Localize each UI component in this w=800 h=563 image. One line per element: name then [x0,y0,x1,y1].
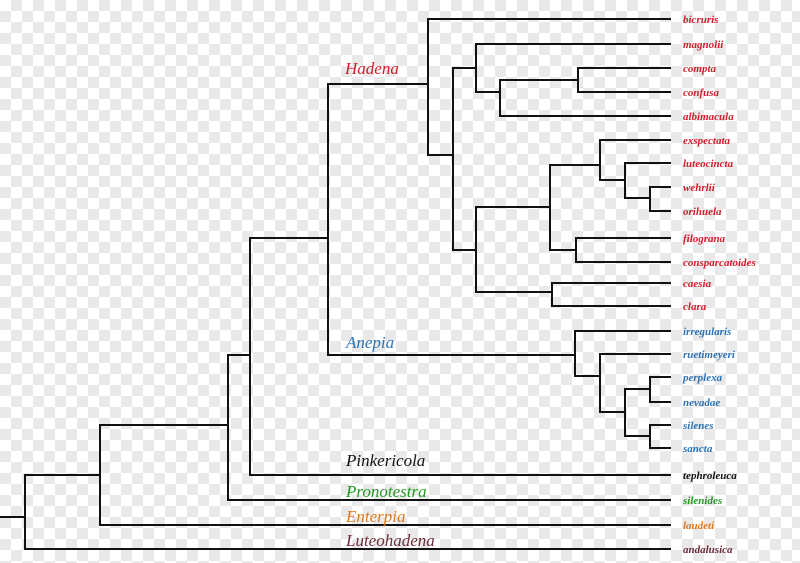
node-hadena-root [427,18,671,156]
taxon-wehrlii: wehrlii [683,182,716,194]
clade-label-luteohadena: Luteohadena [345,531,435,550]
taxon-andalusica: andalusica [683,544,733,556]
taxon-tephroleuca: tephroleuca [683,470,737,482]
clade-label-enterpia: Enterpia [345,507,406,526]
taxon-silenes: silenes [682,420,714,432]
clade-label-pinkericola: Pinkericola [345,451,425,470]
node-anepia-b [624,388,651,437]
node-perplexa-nevadae [649,376,671,403]
taxon-bicruris: bicruris [683,14,718,26]
taxon-laudeti: laudeti [683,520,715,532]
node-compta-group [499,79,671,117]
taxon-ruetimeyeri: ruetimeyeri [683,349,736,361]
tree-branches [0,18,671,550]
node-caesia-clara [551,282,671,307]
node-silenes-sancta [649,424,671,449]
node-magnolii-group [475,43,671,93]
taxon-clara: clara [683,301,707,313]
node-enterpia-split [99,424,671,526]
node-compta-confusa [577,67,671,93]
clade-label-pronotestra: Pronotestra [345,482,427,501]
taxon-luteocincta: luteocincta [683,158,734,170]
node-exspectata-filograna [549,164,601,251]
taxon-labels: bicruris magnolii compta confusa albimac… [682,14,756,556]
taxon-perplexa: perplexa [682,372,723,384]
taxon-silenides: silenides [682,495,722,507]
root-node [24,474,671,550]
node-anepia-root [574,330,671,377]
taxon-caesia: caesia [683,278,712,290]
taxon-orihuela: orihuela [683,206,722,218]
taxon-filograna: filograna [683,233,726,245]
taxon-compta: compta [683,63,716,75]
node-anepia-a [599,353,671,413]
node-filograna-consparcatoides [575,237,671,263]
node-wehrlii-orihuela [649,186,671,212]
node-pronotestra-split [227,354,671,501]
taxon-albimacula: albimacula [683,111,734,123]
node-exspectata-group [599,139,671,181]
node-luteocincta-group [624,162,671,199]
taxon-irregularis: irregularis [683,326,731,338]
taxon-nevadae: nevadae [683,397,720,409]
node-hadena-anepia [327,83,576,356]
node-hadena-b [475,206,553,293]
clade-label-hadena: Hadena [344,59,399,78]
node-hadena-a [452,67,477,251]
taxon-exspectata: exspectata [683,135,731,147]
taxon-magnolii: magnolii [683,39,724,51]
taxon-sancta: sancta [682,443,713,455]
clade-label-anepia: Anepia [345,333,394,352]
taxon-consparcatoides: consparcatoides [683,257,756,269]
node-pinkericola-split [249,237,671,476]
taxon-confusa: confusa [683,87,720,99]
